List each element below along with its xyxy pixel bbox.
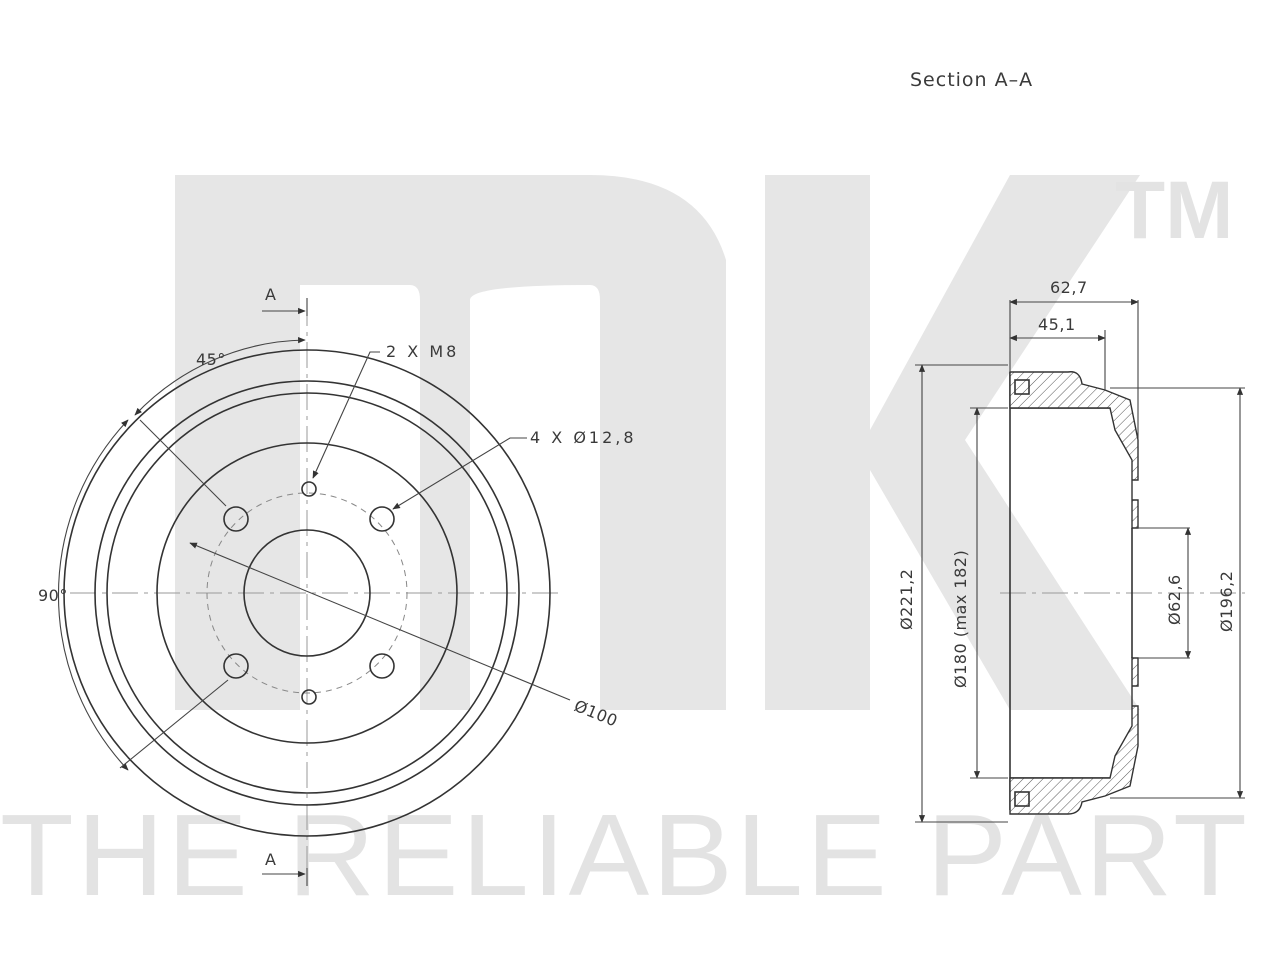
bolt-hole-bottom-left (223, 653, 249, 679)
section-wall-top (1009, 371, 1139, 529)
bolt-holes-label: 4 X Ø12,8 (530, 428, 637, 447)
nk-logo-watermark: TM THE RELIABLE PART (0, 165, 1247, 920)
outer-dia-label: Ø221,2 (897, 569, 916, 630)
section-view: Section A–A 62,7 45,1 (897, 69, 1245, 823)
hub-flange-circle (156, 442, 458, 744)
thread-hole-bottom (301, 689, 317, 705)
braking-dia-label: Ø180 (max 182) (951, 550, 970, 688)
pitch-circle-leader (189, 542, 571, 701)
inner-depth-label: 45,1 (1038, 315, 1076, 334)
angle-90-leader (119, 679, 229, 769)
logo-trademark: TM (1115, 165, 1233, 256)
thread-holes-leader (312, 351, 380, 479)
section-label-top: A (265, 285, 276, 304)
lip-detail-top (1014, 379, 1030, 395)
logo-letter-k (765, 175, 1140, 710)
center-bore-circle (243, 529, 371, 657)
lip-detail-bottom (1014, 791, 1030, 807)
angle-90-arc (58, 419, 129, 771)
bolt-hole-top-left (223, 506, 249, 532)
angle-90-label: 90° (38, 586, 68, 605)
bolt-hole-top-right (369, 506, 395, 532)
drum-outer-circle (63, 349, 551, 837)
thread-holes-label: 2 X M8 (386, 342, 459, 361)
drum-braking-circle (106, 392, 508, 794)
section-title: Section A–A (910, 69, 1033, 91)
angle-45-leader (139, 419, 227, 507)
logo-letter-n (175, 175, 726, 710)
overall-depth-label: 62,7 (1050, 278, 1088, 297)
bore-dia-label: Ø62,6 (1165, 574, 1184, 625)
bolt-hole-bottom-right (369, 653, 395, 679)
bolt-holes-leader (392, 437, 527, 510)
section-label-bottom: A (265, 850, 276, 869)
section-wall-bottom (1009, 657, 1139, 815)
flange-dia-label: Ø196,2 (1217, 571, 1236, 632)
pitch-circle (206, 492, 408, 694)
thread-hole-top (301, 481, 317, 497)
drum-rim-circle (94, 380, 520, 806)
angle-45-label: 45° (196, 350, 226, 369)
front-view: A A 45° 90° 2 X M8 4 X Ø12,8 Ø100 (38, 285, 637, 886)
angle-45-arc (134, 337, 306, 416)
